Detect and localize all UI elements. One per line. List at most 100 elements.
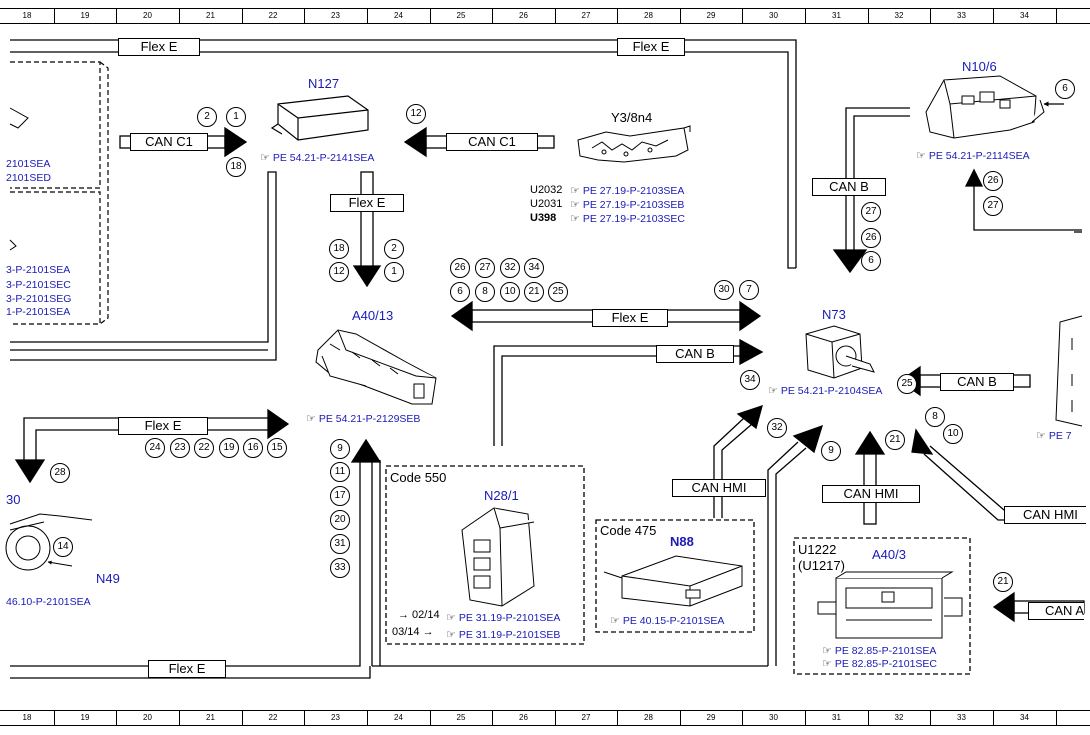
pe-reference-n88[interactable]: ☞PE 40.15-P-2101SEA: [610, 615, 725, 627]
pin-number: 34: [524, 258, 544, 278]
pe-reference-y3-8n4-a[interactable]: ☞PE 27.19-P-2103SEA: [570, 185, 685, 197]
pe-reference-n127[interactable]: ☞PE 54.21-P-2141SEA: [260, 152, 375, 164]
component-label-n10-6: N10/6: [962, 59, 997, 74]
bus-label-can-b: CAN B: [812, 178, 886, 196]
bus-label-flex-e: Flex E: [148, 660, 226, 678]
pin-number: 33: [330, 558, 350, 578]
left-dashed-frames: [10, 61, 109, 325]
grid-ruler-bottom: 18 19 20 21 22 23 24 25 26 27 28 29 30 3…: [0, 710, 1090, 726]
pin-number: 12: [406, 104, 426, 124]
bus-label-flex-e: Flex E: [118, 38, 200, 56]
u1222-label: U1222: [798, 542, 837, 557]
n10-6-bottom-line: [964, 168, 1082, 231]
ruler-cell: 22: [242, 9, 305, 23]
pin-number: 21: [993, 572, 1013, 592]
pe-reference-left-3[interactable]: 3-P-2101SEA: [6, 264, 71, 276]
pin-number: 24: [145, 438, 165, 458]
pin-number: 16: [243, 438, 263, 458]
n28-1-drawing: [461, 507, 535, 607]
component-label-n73: N73: [822, 307, 846, 322]
pe-reference-left-4[interactable]: 3-P-2101SEC: [6, 279, 71, 291]
ruler-cell: 29: [680, 9, 743, 23]
bus-label-flex-e: Flex E: [617, 38, 685, 56]
pin-number: 26: [450, 258, 470, 278]
pointing-hand-icon: ☞: [768, 385, 778, 397]
a40-13-drawing: [315, 329, 437, 405]
pin-number: 27: [475, 258, 495, 278]
pin-number: 1: [226, 107, 246, 127]
pointing-hand-icon: ☞: [610, 615, 620, 627]
can-hmi-line-a40-3: [854, 430, 886, 525]
variant-u398: U398: [530, 212, 557, 224]
pin-number: 2: [197, 107, 217, 127]
ruler-cell: 26: [492, 711, 556, 725]
ruler-cell: 23: [304, 9, 368, 23]
pe-reference-left-1[interactable]: 2101SEA: [6, 158, 51, 170]
pin-number: 21: [524, 282, 544, 302]
pe-reference-n73[interactable]: ☞PE 54.21-P-2104SEA: [768, 385, 883, 397]
pe-reference-y3-8n4-c[interactable]: ☞PE 27.19-P-2103SEC: [570, 213, 686, 225]
variant-date-0214: → 02/14: [398, 609, 440, 621]
pin-number: 26: [983, 171, 1003, 191]
ruler-cell: 27: [555, 9, 618, 23]
can-b-vertical-line: [832, 107, 910, 274]
component-label-n49: N49: [96, 571, 120, 586]
pe-reference-right-cut[interactable]: ☞PE 7: [1036, 430, 1072, 442]
pin-number: 11: [330, 462, 350, 482]
pin-number: 27: [983, 196, 1003, 216]
ruler-cell: 30: [742, 711, 806, 725]
ruler-cell: 18: [0, 9, 55, 23]
code-475-frame: [595, 519, 755, 633]
flex-e-bottom-line: [10, 438, 768, 679]
component-label-a40-13: A40/13: [352, 308, 394, 323]
pe-reference-n10-6[interactable]: ☞PE 54.21-P-2114SEA: [916, 150, 1030, 162]
component-label-n88: N88: [670, 534, 694, 549]
pointing-hand-icon: ☞: [570, 213, 580, 225]
pe-reference-left-6[interactable]: 1-P-2101SEA: [6, 306, 71, 318]
n10-6-drawing: [925, 75, 1045, 139]
bus-label-can-hmi: CAN HMI: [822, 485, 920, 503]
pointing-hand-icon: ☞: [260, 152, 270, 164]
pe-reference-a40-3-b[interactable]: ☞PE 82.85-P-2101SEC: [822, 658, 938, 670]
pe-reference-left-5[interactable]: 3-P-2101SEG: [6, 293, 72, 305]
pe-reference-n28-1-b[interactable]: ☞PE 31.19-P-2101SEB: [446, 629, 561, 641]
pin-number: 27: [861, 202, 881, 222]
pe-reference-y3-8n4-b[interactable]: ☞PE 27.19-P-2103SEB: [570, 199, 685, 211]
pin-number: 8: [475, 282, 495, 302]
variant-date-0314: 03/14 →: [392, 626, 434, 638]
flex-e-top-line: [10, 39, 797, 269]
line-to-n73-pin9: [767, 424, 824, 666]
ruler-cell: 32: [868, 9, 931, 23]
ruler-cell: 25: [430, 9, 493, 23]
pin-number: 28: [50, 463, 70, 483]
pe-reference-a40-13[interactable]: ☞PE 54.21-P-2129SEB: [306, 413, 421, 425]
a40-3-drawing: [817, 571, 963, 639]
variant-u2032: U2032: [530, 184, 563, 196]
ruler-cell: 18: [0, 711, 55, 725]
ruler-cell: 34: [993, 711, 1057, 725]
bus-label-can-c1: CAN C1: [446, 133, 538, 151]
ruler-cell: 27: [555, 711, 618, 725]
ruler-cell: 20: [116, 711, 180, 725]
left-module-icon-fragment: [9, 107, 29, 251]
right-module-fragment: [1055, 315, 1083, 427]
pin-number: 6: [861, 251, 881, 271]
pin-number: 18: [226, 157, 246, 177]
bus-label-can-c1: CAN C1: [130, 133, 208, 151]
n49-drawing: [5, 513, 93, 571]
ruler-cell: 30: [742, 9, 806, 23]
pin-number: 15: [267, 438, 287, 458]
bus-label-can-b: CAN B: [656, 345, 734, 363]
pe-reference-a40-3-a[interactable]: ☞PE 82.85-P-2101SEA: [822, 645, 937, 657]
bus-label-can-b: CAN B: [940, 373, 1014, 391]
pointing-hand-icon: ☞: [822, 658, 832, 670]
pin-number: 21: [885, 430, 905, 450]
ruler-cell: 23: [304, 711, 368, 725]
pe-reference-left-2[interactable]: 2101SED: [6, 172, 51, 184]
bus-label-can-hmi-cut: CAN HMI: [1004, 506, 1086, 524]
pin-number: 32: [500, 258, 520, 278]
ruler-cell: 21: [179, 711, 243, 725]
pe-reference-n49[interactable]: 46.10-P-2101SEA: [6, 596, 91, 608]
pe-reference-n28-1-a[interactable]: ☞PE 31.19-P-2101SEA: [446, 612, 561, 624]
